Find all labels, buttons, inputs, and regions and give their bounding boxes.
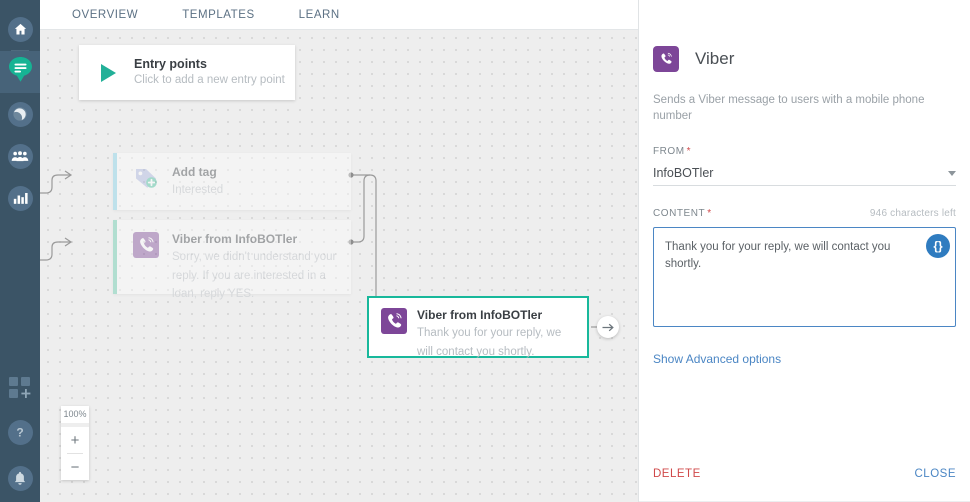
svg-text:?: ? — [16, 426, 23, 440]
home-icon — [7, 16, 33, 42]
node-description: Thank you for your reply, we will contac… — [417, 327, 562, 358]
people-icon — [7, 143, 33, 169]
flow-node-add-tag[interactable]: Add tag Interested — [113, 153, 351, 210]
viber-icon — [133, 232, 159, 258]
tag-plus-icon — [133, 165, 159, 191]
zoom-out-button[interactable]: − — [61, 454, 89, 480]
content-field-group: CONTENT* 946 characters left {} — [639, 186, 970, 332]
insert-variable-button[interactable]: {} — [926, 234, 950, 259]
characters-left-counter: 946 characters left — [869, 208, 956, 220]
viber-icon — [381, 308, 407, 334]
sidebar-item-help[interactable]: ? — [0, 410, 40, 454]
node-title: Viber from InfoBOTler — [172, 232, 298, 246]
sidebar-item-broadcasts[interactable] — [0, 93, 40, 135]
node-text: Viber from InfoBOTler Sorry, we didn't u… — [172, 231, 337, 304]
close-button[interactable]: CLOSE — [914, 468, 956, 480]
from-required-mark: * — [686, 146, 692, 158]
delete-button[interactable]: DELETE — [653, 468, 701, 480]
node-settings-panel: Viber Sends a Viber message to users wit… — [638, 0, 970, 502]
sidebar-item-home[interactable] — [0, 8, 40, 50]
flow-node-viber-fallback[interactable]: Viber from InfoBOTler Sorry, we didn't u… — [113, 220, 351, 300]
panel-title: Viber — [695, 49, 735, 68]
arrow-right-icon — [602, 323, 614, 331]
entry-points-subtitle: Click to add a new entry point — [134, 74, 285, 87]
panel-header: Viber — [639, 0, 970, 72]
content-label: CONTENT — [653, 208, 706, 220]
zoom-control: 100% + − — [61, 406, 89, 480]
tab-templates[interactable]: TEMPLATES — [182, 8, 255, 21]
content-textarea[interactable] — [653, 227, 956, 328]
panel-description: Sends a Viber message to users with a mo… — [653, 94, 925, 123]
sidebar-item-chats[interactable] — [0, 51, 40, 93]
node-output-port[interactable] — [597, 316, 619, 338]
play-icon — [101, 63, 116, 82]
sidebar-item-notifications[interactable] — [0, 454, 40, 502]
chat-icon — [8, 56, 33, 88]
sidebar-item-contacts[interactable] — [0, 135, 40, 177]
from-selected-value: InfoBOTler — [653, 166, 714, 181]
sidebar-item-apps[interactable] — [0, 370, 40, 410]
from-label: FROM — [653, 146, 685, 158]
node-title: Add tag — [172, 165, 217, 179]
entry-points-text: Entry points Click to add a new entry po… — [134, 56, 285, 88]
help-icon: ? — [7, 419, 33, 445]
panel-footer: DELETE CLOSE — [639, 468, 970, 480]
entry-points-card[interactable]: Entry points Click to add a new entry po… — [79, 45, 295, 100]
chart-icon — [7, 185, 33, 211]
chevron-down-icon — [948, 170, 956, 176]
tab-learn[interactable]: LEARN — [298, 8, 340, 21]
from-field-group: FROM* InfoBOTler — [639, 124, 970, 187]
content-required-mark: * — [707, 208, 712, 220]
entry-points-title: Entry points — [134, 57, 207, 72]
node-text: Viber from InfoBOTler Thank you for your… — [417, 307, 567, 361]
bell-icon — [7, 465, 33, 491]
moon-icon — [7, 101, 33, 127]
node-description: Sorry, we didn't understand your reply. … — [172, 251, 337, 301]
apps-add-icon — [9, 376, 31, 404]
from-label-text: FROM* — [653, 146, 691, 157]
rail-divider — [11, 50, 29, 51]
flow-node-viber-selected[interactable]: Viber from InfoBOTler Thank you for your… — [367, 296, 589, 358]
from-label-row: FROM* — [653, 146, 956, 157]
node-text: Add tag Interested — [172, 164, 223, 200]
content-label-text: CONTENT* — [653, 208, 712, 219]
tab-overview[interactable]: OVERVIEW — [72, 8, 139, 21]
zoom-in-button[interactable]: + — [61, 427, 89, 453]
show-advanced-options-link[interactable]: Show Advanced options — [653, 352, 782, 367]
flow-canvas[interactable]: Entry points Click to add a new entry po… — [40, 30, 638, 502]
zoom-divider — [67, 453, 83, 454]
content-label-row: CONTENT* 946 characters left — [653, 208, 956, 219]
left-rail: ? — [0, 0, 40, 502]
node-title: Viber from InfoBOTler — [417, 308, 543, 322]
viber-icon — [653, 46, 679, 72]
node-accent-bar — [113, 220, 117, 294]
sidebar-item-analytics[interactable] — [0, 177, 40, 219]
zoom-gap — [61, 423, 89, 427]
from-select[interactable]: InfoBOTler — [653, 166, 956, 187]
zoom-level-value: 100% — [61, 406, 89, 423]
node-accent-bar — [113, 153, 117, 210]
content-textarea-wrapper: {} — [653, 227, 956, 332]
node-description: Interested — [172, 184, 224, 197]
